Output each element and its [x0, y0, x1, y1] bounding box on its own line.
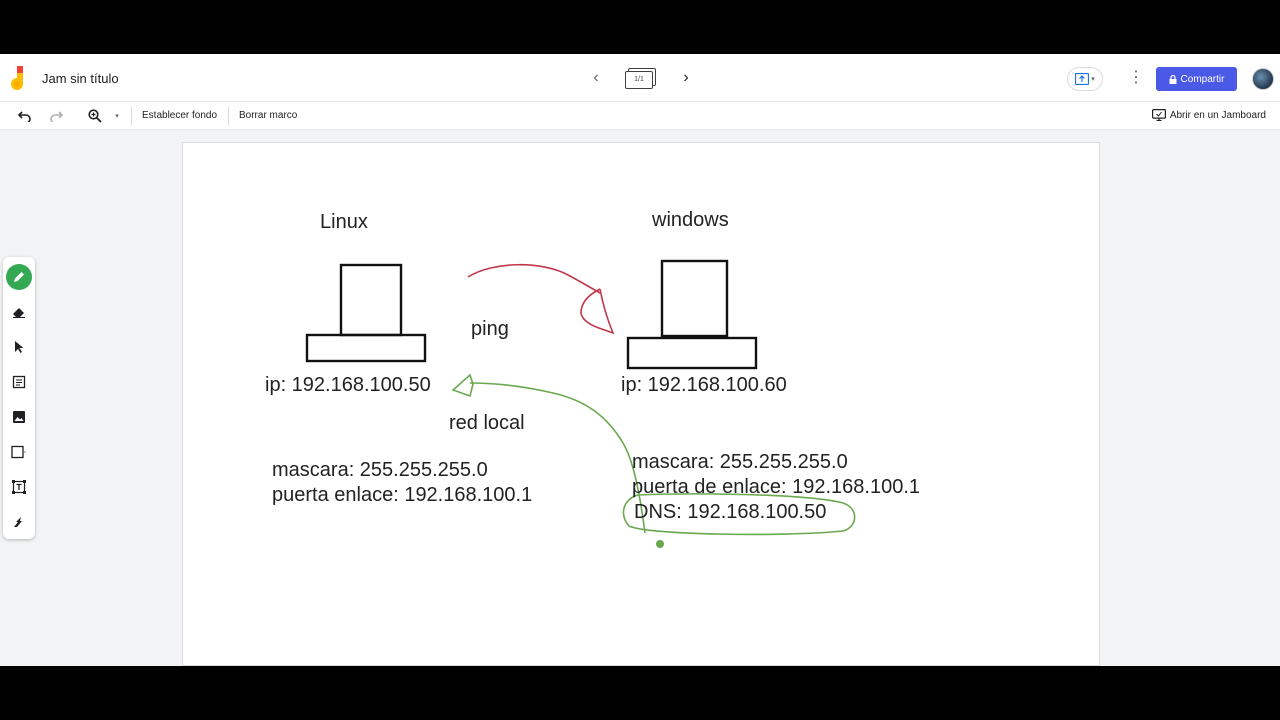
toolbar-divider	[131, 106, 132, 126]
windows-ip: ip: 192.168.100.60	[621, 374, 787, 396]
previous-frame-button[interactable]: ‹	[586, 67, 606, 89]
eraser-tool[interactable]	[6, 299, 32, 325]
jam-frame-canvas[interactable]: Linux windows ping ip: 192.168.100.50 ip…	[182, 142, 1100, 666]
pen-icon	[14, 272, 24, 282]
edit-toolbar: ▾ Establecer fondo Borrar marco Abrir en…	[0, 102, 1280, 130]
share-label: Compartir	[1180, 73, 1225, 85]
tool-palette	[3, 257, 35, 539]
zoom-icon[interactable]	[87, 108, 103, 124]
drawing-layer	[305, 259, 856, 548]
sticky-note-tool[interactable]	[6, 369, 32, 395]
zoom-caret-icon[interactable]: ▾	[115, 113, 119, 120]
text-box-icon	[12, 480, 26, 494]
sticky-note-icon	[12, 375, 26, 389]
linux-ip: ip: 192.168.100.50	[265, 374, 431, 396]
account-avatar[interactable]	[1252, 68, 1274, 90]
share-button[interactable]: Compartir	[1156, 67, 1237, 91]
jamboard-app: Jam sin título ‹ 1/1 › ▾ ⋮ Compartir	[0, 54, 1280, 666]
chevron-left-icon: ‹	[593, 69, 599, 86]
red-local-arrow-stroke	[469, 382, 646, 534]
dns-highlight-stroke	[622, 493, 856, 536]
red-local-label: red local	[449, 412, 525, 434]
linux-mask: mascara: 255.255.255.0	[272, 459, 488, 481]
green-ink-dot	[656, 540, 664, 548]
monitor-icon	[1151, 109, 1166, 121]
top-bar: Jam sin título ‹ 1/1 › ▾ ⋮ Compartir	[0, 54, 1280, 102]
caret-down-icon: ▾	[1091, 76, 1095, 83]
undo-icon[interactable]	[16, 108, 32, 124]
lock-icon	[1169, 74, 1177, 84]
frame-bar-toggle[interactable]: 1/1	[624, 68, 658, 90]
shape-icon	[11, 445, 26, 459]
image-icon	[13, 411, 25, 423]
windows-mask: mascara: 255.255.255.0	[632, 451, 848, 473]
pen-tool[interactable]	[6, 264, 32, 290]
windows-monitor-shape	[660, 259, 729, 338]
red-local-arrowhead-stroke	[451, 373, 474, 398]
document-title[interactable]: Jam sin título	[42, 71, 119, 86]
linux-base-shape	[305, 333, 427, 363]
laser-tool[interactable]	[6, 509, 32, 535]
ping-arrowhead-stroke	[580, 288, 615, 335]
linux-monitor-shape	[339, 263, 403, 337]
jamboard-logo	[11, 66, 23, 90]
select-icon	[15, 341, 24, 353]
toolbar-divider	[228, 106, 229, 126]
cast-upload-icon	[1075, 73, 1090, 85]
shape-tool[interactable]	[6, 439, 32, 465]
windows-base-shape	[626, 336, 758, 370]
select-tool[interactable]	[6, 334, 32, 360]
chevron-right-icon: ›	[683, 69, 689, 86]
frame-indicator: 1/1	[625, 71, 653, 89]
linux-gateway: puerta enlace: 192.168.100.1	[272, 484, 533, 506]
next-frame-button[interactable]: ›	[676, 67, 696, 89]
ping-arrow-stroke	[467, 263, 601, 294]
set-background-button[interactable]: Establecer fondo	[142, 110, 218, 121]
open-in-jamboard-label: Abrir en un Jamboard	[1169, 109, 1266, 121]
open-in-jamboard-button[interactable]: Abrir en un Jamboard	[1151, 109, 1266, 121]
windows-dns: DNS: 192.168.100.50	[634, 501, 827, 523]
redo-icon[interactable]	[48, 108, 64, 124]
linux-label: Linux	[320, 211, 368, 233]
ping-label: ping	[471, 318, 509, 340]
text-box-tool[interactable]	[6, 474, 32, 500]
windows-gateway: puerta de enlace: 192.168.100.1	[632, 476, 921, 498]
windows-label: windows	[652, 209, 729, 231]
clear-frame-button[interactable]: Borrar marco	[239, 110, 298, 121]
image-tool[interactable]	[6, 404, 32, 430]
present-upload-button[interactable]: ▾	[1067, 67, 1103, 91]
more-options-icon[interactable]: ⋮	[1128, 69, 1144, 86]
laser-icon	[14, 517, 22, 527]
eraser-icon	[13, 308, 25, 318]
